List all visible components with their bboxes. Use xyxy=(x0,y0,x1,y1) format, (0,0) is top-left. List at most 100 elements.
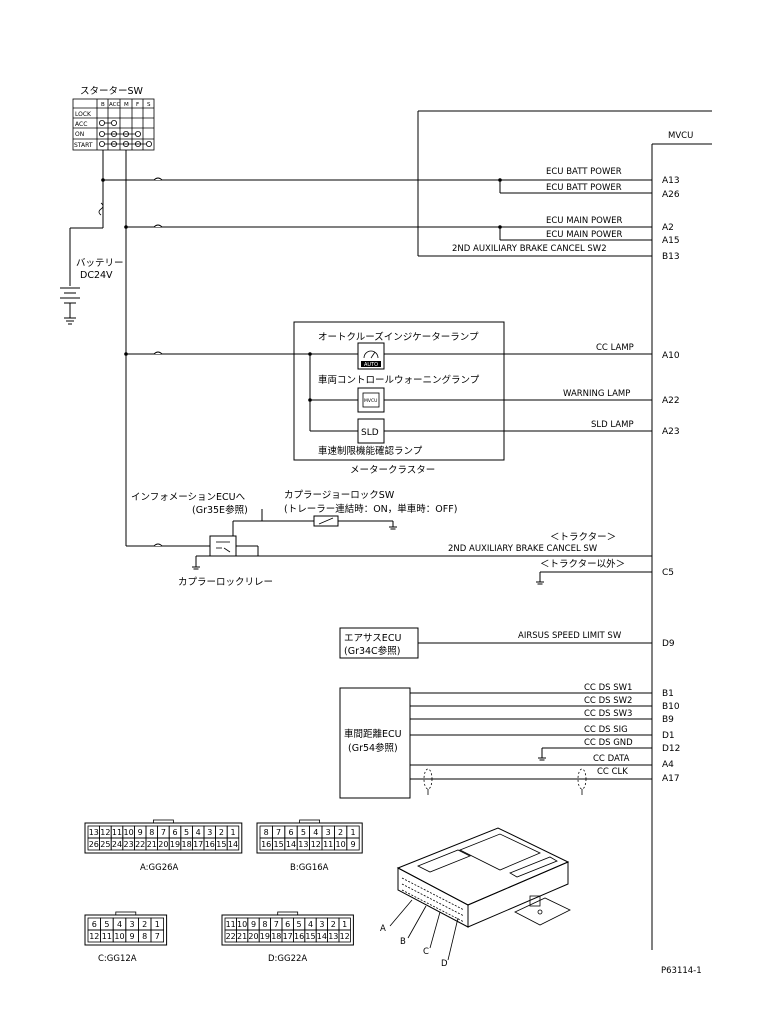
connector-d-pin-number: 8 xyxy=(262,920,267,929)
meter-cluster-label: メータークラスター xyxy=(350,465,435,476)
distance-ecu-box xyxy=(339,687,411,799)
connector-a-pin-number: 7 xyxy=(161,828,166,837)
starter-switch: スターターSW B ACC M F S LOCK ACC ON START xyxy=(72,86,155,151)
battery-voltage: DC24V xyxy=(80,270,113,281)
connector-b-pin-number: 6 xyxy=(288,828,293,837)
connector-b-pin-number: 3 xyxy=(326,828,331,837)
signal-ecu-batt-power-2: ECU BATT POWER xyxy=(546,183,622,193)
connector-d-pin-number: 12 xyxy=(340,932,350,941)
signal-sld-lamp: SLD LAMP xyxy=(591,420,634,430)
connector-c-pin-number: 6 xyxy=(92,920,97,929)
pin-b10: B10 xyxy=(662,702,680,712)
starter-row-on: ON xyxy=(75,131,84,138)
pin-a13: A13 xyxy=(662,176,680,186)
pin-a4: A4 xyxy=(662,760,674,770)
connector-d-pin-number: 15 xyxy=(305,932,315,941)
signal-cc-ds-sw2: CC DS SW2 xyxy=(584,696,632,706)
connector-d-pin-number: 5 xyxy=(297,920,302,929)
mvcu-icon-text: MVCU xyxy=(364,398,377,404)
connector-d-pin-number: 11 xyxy=(226,920,236,929)
tractor-label: ＜トラクター＞ xyxy=(550,532,616,543)
coupler-sw-label: カプラージョーロックSW xyxy=(284,490,395,501)
connector-a-pin-number: 5 xyxy=(184,828,189,837)
connector-b-pin-number: 16 xyxy=(261,840,271,849)
connector-a-pin-number: 17 xyxy=(193,840,203,849)
connector-a-latch xyxy=(152,819,174,824)
connector-a-pin-number: 4 xyxy=(196,828,201,837)
connector-a-pin-number: 24 xyxy=(112,840,122,849)
pin-d12: D12 xyxy=(662,744,680,754)
connector-a-pin-number: 14 xyxy=(228,840,238,849)
connector-b-pin-number: 14 xyxy=(286,840,296,849)
auto-icon-text: AUTO xyxy=(364,362,378,368)
connector-c-pin-number: 2 xyxy=(142,920,147,929)
signal-cc-lamp: CC LAMP xyxy=(596,343,634,353)
connector-a-pin-number: 11 xyxy=(112,828,122,837)
starter-switch-title: スターターSW xyxy=(80,86,144,97)
connector-b-pin-number: 15 xyxy=(274,840,284,849)
signal-aux-brake-cancel-sw: 2ND AUXILIARY BRAKE CANCEL SW xyxy=(448,544,598,554)
battery-symbol xyxy=(60,287,80,325)
connector-a-pin-number: 10 xyxy=(124,828,134,837)
connector-a-pin-number: 19 xyxy=(170,840,180,849)
connector-b-pin-number: 11 xyxy=(323,840,333,849)
connector-c-pin-number: 8 xyxy=(142,932,147,941)
signal-ecu-main-power-1: ECU MAIN POWER xyxy=(546,216,623,226)
signal-cc-ds-sw1: CC DS SW1 xyxy=(584,683,632,693)
connector-a-cavity xyxy=(226,837,240,851)
signal-cc-ds-gnd: CC DS GND xyxy=(584,738,633,748)
connector-d-pin-number: 14 xyxy=(317,932,327,941)
connector-a-pin-number: 18 xyxy=(182,840,192,849)
pin-b1: B1 xyxy=(662,689,674,699)
starter-row-acc: ACC xyxy=(75,121,87,128)
starter-row-start: START xyxy=(74,142,93,149)
airsus-ecu-name: エアサスECU xyxy=(344,633,401,644)
connector-c-label: C:GG12A xyxy=(98,954,137,964)
connector-c-pin-number: 3 xyxy=(130,920,135,929)
signal-ecu-main-power-2: ECU MAIN POWER xyxy=(546,230,623,240)
info-ecu-ref: (Gr35E参照) xyxy=(192,504,248,516)
connector-b-pin-number: 9 xyxy=(350,840,355,849)
ecu-picture-label-c: C xyxy=(423,947,429,957)
sld-icon-text: SLD xyxy=(361,428,379,438)
auto-cruise-icon xyxy=(357,342,385,370)
starter-col-b: B xyxy=(101,102,105,108)
starter-col-f: F xyxy=(136,102,139,108)
connector-d-pin-number: 3 xyxy=(319,920,324,929)
connector-a-pin-number: 1 xyxy=(230,828,235,837)
connector-a-pin-number: 6 xyxy=(172,828,177,837)
connector-d-pin-number: 13 xyxy=(328,932,338,941)
ecu-picture-label-b: B xyxy=(400,937,406,947)
connector-d-latch xyxy=(277,911,299,916)
connector-b-cavity xyxy=(346,837,360,851)
connector-a-pin-number: 22 xyxy=(135,840,145,849)
connector-d-pin-number: 20 xyxy=(248,932,258,941)
pin-a26: A26 xyxy=(662,190,680,200)
info-ecu-label: インフォメーションECUへ xyxy=(131,492,246,503)
connector-a-pin-number: 16 xyxy=(205,840,215,849)
meter-cluster: オートクルーズインジケーターランプ 車両コントロールウォーニングランプ 車速制限… xyxy=(293,321,652,476)
connector-d-pin-number: 6 xyxy=(285,920,290,929)
connector-d-pin-number: 17 xyxy=(283,932,293,941)
pin-d1: D1 xyxy=(662,731,675,741)
pin-d9: D9 xyxy=(662,639,675,649)
connector-d-pin-number: 21 xyxy=(237,932,247,941)
connector-d-pin-number: 7 xyxy=(274,920,279,929)
connector-a-pin-number: 15 xyxy=(216,840,226,849)
connector-a-pin-number: 23 xyxy=(124,840,134,849)
coupler-relay-label: カプラーロックリレー xyxy=(178,577,273,588)
connector-a-pin-number: 26 xyxy=(89,840,99,849)
distance-ecu-name: 車間距離ECU xyxy=(344,728,402,740)
connector-c-pin-number: 5 xyxy=(104,920,109,929)
pin-c5: C5 xyxy=(662,568,674,578)
connector-c-pin-number: 4 xyxy=(117,920,122,929)
connector-d-pin-number: 1 xyxy=(342,920,347,929)
signal-ecu-batt-power-1: ECU BATT POWER xyxy=(546,167,622,177)
connector-a-pin-number: 9 xyxy=(138,828,143,837)
signal-aux-brake-cancel-sw2: 2ND AUXILIARY BRAKE CANCEL SW2 xyxy=(452,244,607,254)
coupler-lock-relay xyxy=(209,535,237,557)
battery-label: バッテリー xyxy=(76,258,124,269)
starter-row-lock: LOCK xyxy=(75,111,92,118)
